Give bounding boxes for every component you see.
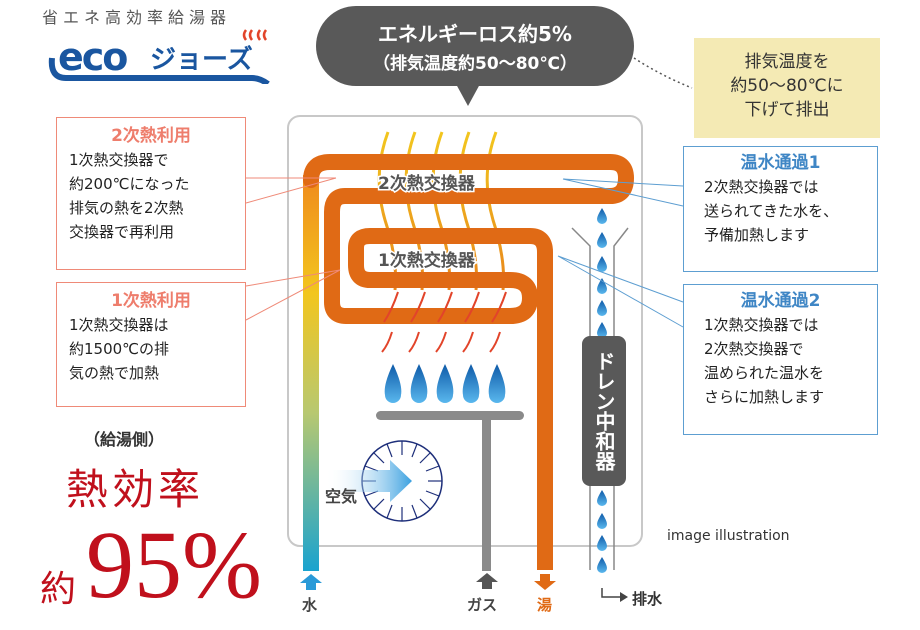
supply-side-label: （給湯側） — [84, 430, 165, 449]
callout-line: 約1500℃の排 — [69, 340, 170, 358]
water-inlet-pipe — [303, 175, 319, 571]
gas-label: ガス — [467, 596, 498, 614]
hot-water-pass1-callout: 温水通過1 2次熱交換器では 送られてきた水を、 予備加熱します — [683, 146, 878, 272]
burner-bar — [376, 411, 524, 420]
callout-line: 2次熱交換器では — [704, 178, 819, 196]
primary-heat-callout: 1次熱利用 1次熱交換器は 約1500℃の排 気の熱で加熱 — [56, 282, 246, 407]
drain-droplets — [597, 208, 607, 573]
exhaust-note-line: 下げて排出 — [744, 100, 830, 120]
callout-title: 温水通過1 — [740, 153, 821, 173]
drain-arrow-icon — [601, 588, 620, 598]
exhaust-temp-text: （排気温度約50〜80℃） — [373, 54, 577, 74]
callout-title: 1次熱利用 — [111, 291, 191, 311]
callout-title: 温水通過2 — [740, 291, 821, 311]
efficiency-value: 95% — [86, 511, 262, 618]
callout-line: 2次熱交換器で — [704, 340, 804, 358]
drain-neutralizer-label: ドレン中和器 — [582, 336, 626, 486]
water-in-arrow-icon — [300, 574, 322, 590]
burner-flames — [384, 364, 506, 403]
callout-line: 約200℃になった — [69, 175, 190, 193]
secondary-heat-callout: 2次熱利用 1次熱交換器で 約200℃になった 排気の熱を2次熱 交換器で再利用 — [56, 117, 246, 270]
blue-leader-lines — [557, 178, 684, 328]
exhaust-note: 排気温度を 約50〜80℃に 下げて排出 — [694, 38, 880, 138]
secondary-exchanger-pipe — [303, 154, 635, 324]
callout-line: さらに加熱します — [704, 388, 825, 406]
heater-frame — [287, 115, 643, 547]
callout-line: 予備加熱します — [704, 226, 810, 244]
image-illustration-caption: image illustration — [667, 528, 790, 544]
bubble-tail — [456, 84, 480, 106]
callout-line: 温められた温水を — [704, 364, 825, 382]
red-leader-lines — [245, 177, 341, 321]
hot-water-label: 湯 — [537, 596, 553, 614]
callout-line: 1次熱交換器では — [704, 316, 819, 334]
gas-pipe — [482, 416, 491, 571]
callout-title: 2次熱利用 — [111, 126, 191, 146]
exhaust-note-line: 排気温度を — [744, 52, 830, 72]
callout-line: 気の熱で加熱 — [69, 364, 160, 382]
heat-waves-primary — [381, 291, 507, 353]
hot-water-out-arrow-icon — [534, 574, 556, 590]
energy-loss-text: エネルギーロス約5% — [378, 22, 572, 46]
callout-line: 送られてきた水を、 — [704, 202, 839, 220]
logo-subtitle: 省エネ高効率給湯器 — [42, 8, 232, 27]
primary-exchanger-label: 1次熱交換器 — [378, 250, 476, 271]
gas-in-arrow-icon — [476, 573, 498, 589]
efficiency-prefix: 約 — [40, 569, 77, 610]
callout-line: 1次熱交換器で — [69, 151, 169, 169]
logo-kana: ジョーズ — [150, 44, 253, 75]
water-label: 水 — [302, 596, 318, 614]
air-label: 空気 — [325, 487, 357, 506]
energy-loss-bubble: エネルギーロス約5% （排気温度約50〜80℃） — [316, 6, 634, 86]
hot-water-pass2-callout: 温水通過2 1次熱交換器では 2次熱交換器で 温められた温水を さらに加熱します — [683, 284, 878, 435]
steam-icon — [242, 29, 268, 41]
air-arrow — [325, 460, 412, 502]
logo-eco: eco — [58, 35, 127, 79]
secondary-exchanger-label: 2次熱交換器 — [378, 173, 476, 194]
callout-line: 排気の熱を2次熱 — [69, 199, 184, 217]
note-leader-line — [633, 57, 693, 89]
efficiency-label: 熱効率 — [66, 465, 205, 514]
callout-line: 1次熱交換器は — [69, 316, 169, 334]
primary-exchanger-pipe — [348, 228, 553, 570]
drain-label: 排水 — [632, 590, 663, 608]
callout-line: 交換器で再利用 — [69, 223, 175, 241]
exhaust-note-line: 約50〜80℃に — [730, 76, 844, 96]
ecojozu-logo: eco ジョーズ — [48, 29, 270, 84]
